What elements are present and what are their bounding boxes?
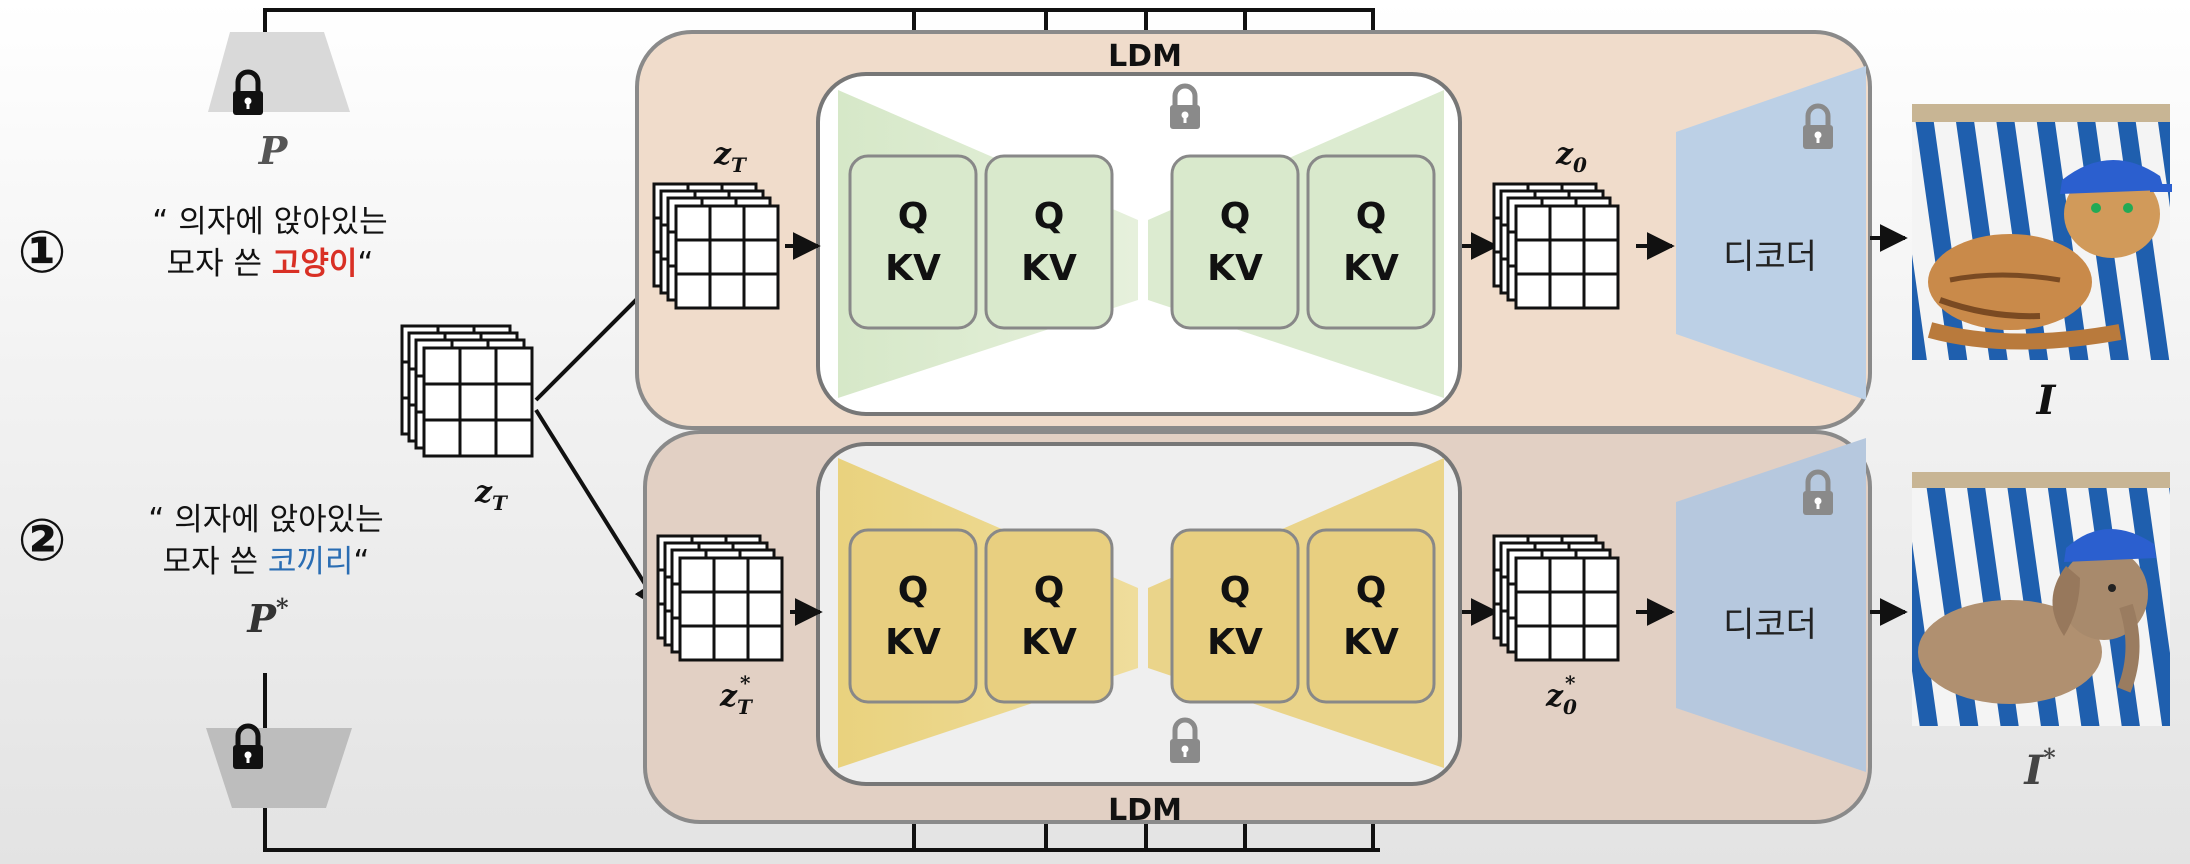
initial-latent-label: zT	[474, 475, 509, 515]
key-value-label: KV	[1207, 622, 1263, 663]
latent-grid-input-top	[652, 182, 780, 310]
svg-text:모자 쓴 코끼리“: 모자 쓴 코끼리“	[163, 544, 370, 580]
prompt-1-highlight: 고양이	[272, 246, 358, 282]
attention-block: Q KV	[1306, 154, 1436, 330]
svg-text:모자 쓴 고양이“: 모자 쓴 고양이“	[167, 246, 374, 282]
decoder-bottom	[1676, 438, 1866, 772]
query-label: Q	[1220, 570, 1251, 611]
prompt-1: “ 의자에 앉아있는 모자 쓴 고양이“	[152, 204, 387, 282]
latent-grid-input-bottom	[656, 534, 784, 662]
text-encoder-top	[208, 32, 350, 115]
attention-block: Q KV	[1170, 154, 1300, 330]
query-label: Q	[1034, 570, 1065, 611]
query-label: Q	[1034, 196, 1065, 237]
attention-block: Q KV	[984, 528, 1114, 704]
prompt-2: “ 의자에 앉아있는 모자 쓴 코끼리“	[148, 502, 383, 580]
ldm-panel-top: LDM Q KV Q KV Q KV Q KV zT z0 디코더	[635, 30, 1872, 430]
svg-text:“ 의자에 앉아있는: “ 의자에 앉아있는	[148, 502, 383, 538]
step-2-marker: ②	[17, 506, 66, 574]
key-value-label: KV	[1021, 622, 1077, 663]
latent-label-input-bottom: zT*	[719, 671, 754, 719]
query-label: Q	[1356, 196, 1387, 237]
query-label: Q	[1356, 570, 1387, 611]
image-label-top: I	[2036, 377, 2057, 424]
elephant-image	[1912, 472, 2170, 726]
ldm-title-bottom: LDM	[1108, 793, 1182, 828]
query-label: Q	[898, 570, 929, 611]
key-value-label: KV	[1343, 248, 1399, 289]
cat-image	[1912, 104, 2172, 360]
decoder-label-bottom: 디코더	[1723, 605, 1817, 645]
attention-block: Q KV	[1306, 528, 1436, 704]
key-value-label: KV	[1207, 248, 1263, 289]
attention-block: Q KV	[848, 154, 978, 330]
prompt-2-highlight: 코끼리	[268, 544, 354, 580]
text-encoder-bottom	[206, 726, 352, 808]
latent-label-output-top: z0	[1555, 137, 1587, 177]
key-value-label: KV	[885, 622, 941, 663]
ldm-title-top: LDM	[1108, 39, 1182, 74]
key-value-label: KV	[885, 248, 941, 289]
encoder-label-top: P	[258, 128, 289, 173]
ldm-panel-bottom: LDM Q KV Q KV Q KV Q KV zT* z0* 디코더	[643, 430, 1872, 828]
attention-block: Q KV	[984, 154, 1114, 330]
encoder-label-bottom: P*	[246, 593, 289, 641]
latent-label-input-top: zT	[713, 137, 748, 177]
latent-grid-output-bottom	[1492, 534, 1620, 662]
attention-block: Q KV	[848, 528, 978, 704]
decoder-top	[1676, 66, 1866, 400]
query-label: Q	[898, 196, 929, 237]
latent-grid-output-top	[1492, 182, 1620, 310]
initial-latent-grid	[400, 324, 534, 458]
step-1-marker: ①	[17, 218, 66, 286]
image-label-bottom: I*	[2023, 743, 2056, 794]
decoder-label-top: 디코더	[1723, 237, 1817, 277]
attention-block: Q KV	[1170, 528, 1300, 704]
svg-text:“ 의자에 앉아있는: “ 의자에 앉아있는	[152, 204, 387, 240]
key-value-label: KV	[1021, 248, 1077, 289]
latent-label-output-bottom: z0*	[1545, 671, 1577, 719]
key-value-label: KV	[1343, 622, 1399, 663]
query-label: Q	[1220, 196, 1251, 237]
